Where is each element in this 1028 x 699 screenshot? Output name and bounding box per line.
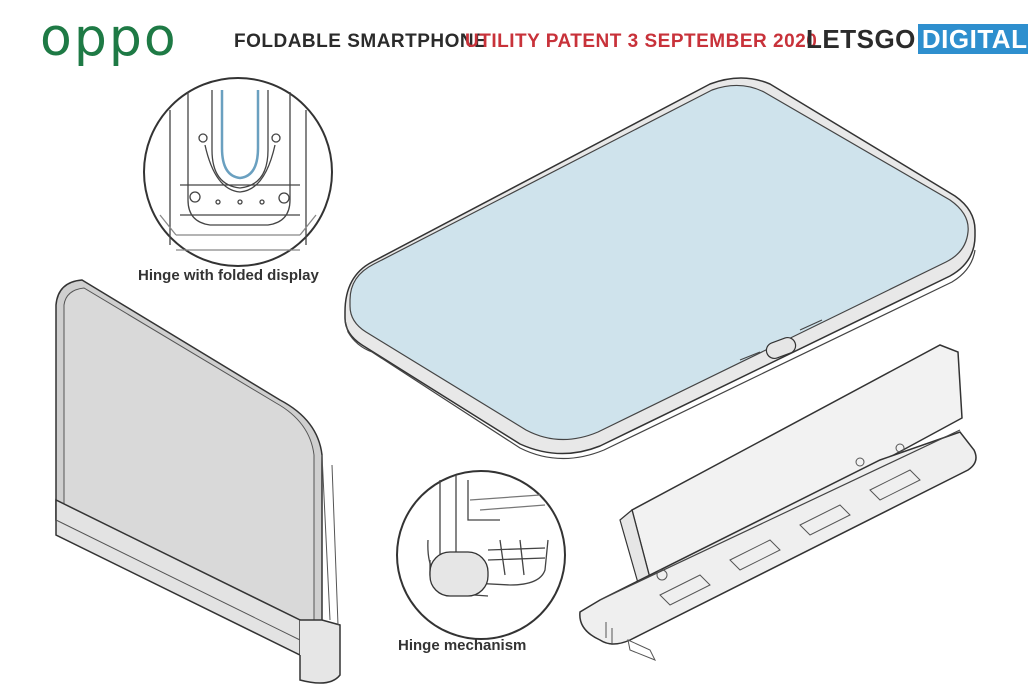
caption-hinge-folded: Hinge with folded display xyxy=(138,267,319,284)
hinge-mechanism-detail xyxy=(396,470,566,640)
brand-name-part1: LETSGO xyxy=(806,24,916,54)
hinge-assembly-drawing xyxy=(579,344,977,661)
letsgodigital-logo: LETSGO DIGITAL xyxy=(806,24,1028,54)
caption-hinge-mechanism: Hinge mechanism xyxy=(398,637,527,654)
hinge-folded-detail xyxy=(143,77,333,267)
oppo-logo: oppo xyxy=(40,8,178,68)
header: oppo FOLDABLE SMARTPHONE UTILITY PATENT … xyxy=(0,0,1028,80)
unfolded-phone-drawing xyxy=(344,77,976,460)
patent-date-title: UTILITY PATENT 3 SEPTEMBER 2020 xyxy=(465,31,818,52)
page-title: FOLDABLE SMARTPHONE xyxy=(234,31,488,52)
brand-name-part2: DIGITAL xyxy=(917,24,1028,54)
folded-phone-drawing xyxy=(55,279,341,684)
